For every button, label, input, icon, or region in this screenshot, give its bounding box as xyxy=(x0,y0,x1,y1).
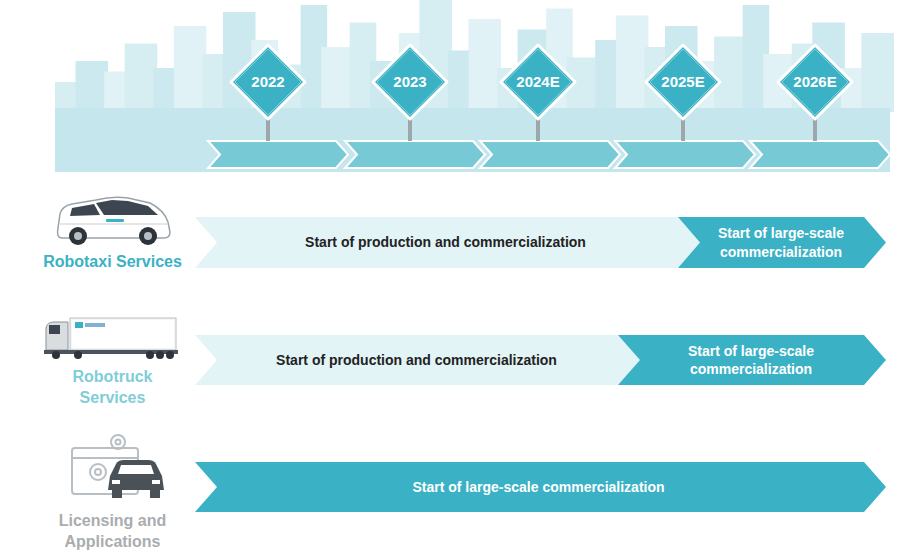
timeline-chevron xyxy=(750,141,890,168)
band-shape xyxy=(618,335,886,385)
diamond-inner-line xyxy=(377,49,443,115)
sign-pole xyxy=(813,117,817,141)
diamond-inner-line xyxy=(650,49,716,115)
phase-band: Start of large-scale commercialization xyxy=(678,217,886,268)
city-skyline xyxy=(55,0,894,112)
band-outline xyxy=(678,217,886,268)
year-diamond: 2022 xyxy=(229,43,307,121)
robotaxi-car-icon xyxy=(58,197,171,245)
row-label: Robotaxi Services xyxy=(40,252,185,273)
building xyxy=(469,19,502,112)
diamond-inner-line xyxy=(235,49,301,115)
sign-pole xyxy=(266,117,270,141)
building xyxy=(861,33,894,112)
timeline-chevrons xyxy=(208,141,890,168)
building xyxy=(616,16,649,113)
phase-text: Start of production and commercializatio… xyxy=(305,233,586,251)
band-shape xyxy=(678,217,886,268)
diamond-shape xyxy=(501,45,575,119)
phase-text: Start of production and commercializatio… xyxy=(276,351,557,369)
diamond-inner-line xyxy=(782,49,848,115)
sign-pole xyxy=(408,117,412,141)
timeline-chevron xyxy=(480,141,620,168)
sign-pole xyxy=(536,117,540,141)
skyline-base xyxy=(55,108,890,172)
diamond-shape xyxy=(373,45,447,119)
year-diamond: 2023 xyxy=(371,43,449,121)
building xyxy=(125,44,158,113)
phase-band: Start of large-scale commercialization xyxy=(618,335,886,385)
year-label: 2022 xyxy=(251,72,284,92)
timeline-chevron xyxy=(208,141,348,168)
phase-band: Start of production and commercializatio… xyxy=(195,217,700,268)
building xyxy=(174,26,207,112)
year-label: 2024E xyxy=(516,72,559,92)
band-shape xyxy=(195,462,886,512)
diamond-shape xyxy=(646,45,720,119)
row-label: Robotruck Services xyxy=(40,367,185,409)
building xyxy=(321,47,354,112)
diamond-shape xyxy=(231,45,305,119)
phase-band: Start of large-scale commercialization xyxy=(195,462,886,512)
year-label: 2026E xyxy=(793,72,836,92)
band-outline xyxy=(618,335,886,385)
band-shape xyxy=(195,335,642,385)
phase-text: Start of large-scale commercialization xyxy=(642,342,860,378)
robotruck-truck-icon xyxy=(44,318,178,359)
diamond-inner-line xyxy=(505,49,571,115)
timeline-chevron xyxy=(345,141,485,168)
licensing-car-icon xyxy=(108,460,164,498)
year-diamond: 2025E xyxy=(644,43,722,121)
sign-poles xyxy=(266,117,817,141)
band-shape xyxy=(195,217,700,268)
year-diamond: 2026E xyxy=(776,43,854,121)
year-label: 2025E xyxy=(661,72,704,92)
phase-text: Start of large-scale commercialization xyxy=(702,224,860,260)
diamond-shape xyxy=(778,45,852,119)
building xyxy=(714,37,747,113)
sign-pole xyxy=(681,117,685,141)
phase-band: Start of production and commercializatio… xyxy=(195,335,642,385)
timeline-chevron xyxy=(615,141,755,168)
building xyxy=(76,61,109,112)
year-label: 2023 xyxy=(393,72,426,92)
row-label: Licensing and Applications xyxy=(30,511,195,553)
phase-text: Start of large-scale commercialization xyxy=(412,478,664,496)
year-diamond: 2024E xyxy=(499,43,577,121)
